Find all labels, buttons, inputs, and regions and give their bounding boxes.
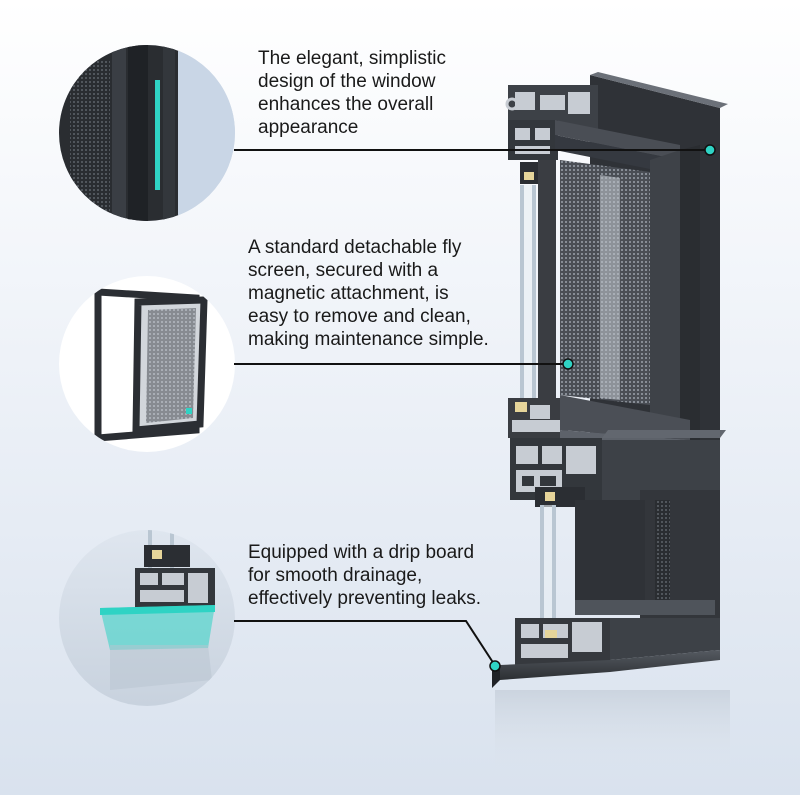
leader-lines bbox=[234, 144, 716, 672]
callout-fly-screen-line: making maintenance simple. bbox=[248, 329, 489, 350]
lower-frame bbox=[540, 490, 720, 625]
callout-fly-screen-line: easy to remove and clean, bbox=[248, 306, 471, 327]
callout-drip-board-line: effectively preventing leaks. bbox=[248, 588, 482, 609]
middle-transom bbox=[508, 395, 726, 507]
leader-dot-drip-board bbox=[489, 660, 501, 672]
detail-circle-fly-screen bbox=[59, 276, 235, 452]
callout-frame-line: enhances the overall bbox=[258, 94, 434, 115]
callout-frame-line: design of the window bbox=[258, 71, 436, 92]
bottom-sill bbox=[492, 618, 720, 688]
detail-circle-frame bbox=[59, 45, 235, 221]
callout-frame-line: appearance bbox=[258, 117, 359, 138]
callout-fly-screen-text: A standard detachable fly screen, secure… bbox=[248, 236, 489, 351]
leader-line-drip-board bbox=[234, 620, 495, 665]
callout-fly-screen-line: magnetic attachment, is bbox=[248, 283, 449, 304]
callout-frame-line: The elegant, simplistic bbox=[258, 48, 446, 69]
callout-fly-screen-line: screen, secured with a bbox=[248, 260, 439, 281]
glass-panes-upper bbox=[520, 160, 556, 405]
leader-dot-fly-screen bbox=[562, 358, 574, 370]
floor-reflection bbox=[495, 690, 730, 770]
callout-drip-board-text: Equipped with a drip board for smooth dr… bbox=[248, 541, 481, 610]
callout-fly-screen-line: A standard detachable fly bbox=[248, 237, 462, 258]
callout-frame-text: The elegant, simplistic design of the wi… bbox=[258, 47, 446, 139]
callout-drip-board-line: for smooth drainage, bbox=[248, 565, 423, 586]
leader-dot-frame bbox=[704, 144, 716, 156]
detail-circle-drip-board bbox=[59, 530, 235, 706]
callout-drip-board-line: Equipped with a drip board bbox=[248, 542, 475, 563]
